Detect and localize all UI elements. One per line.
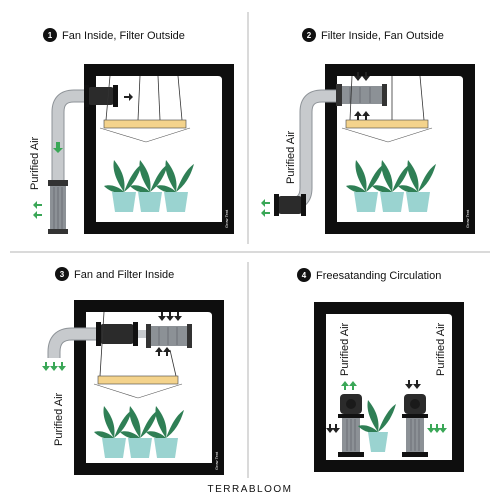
- plant: [104, 160, 142, 212]
- plant: [130, 160, 168, 212]
- panel-4: 4 Freesatanding Circulation: [297, 268, 464, 472]
- inline-fan: [84, 85, 118, 107]
- inline-fan: [274, 194, 306, 216]
- panel-4-header: 4 Freesatanding Circulation: [297, 268, 441, 282]
- duct-pipe: [47, 327, 100, 358]
- plants: [346, 160, 436, 212]
- grow-tent: Grow Tent: [325, 64, 475, 234]
- airflow-arrows: [326, 380, 447, 433]
- step-number: 1: [48, 31, 53, 40]
- inline-fan: [96, 322, 152, 346]
- air-label: Purified Air: [285, 130, 297, 184]
- tent-interior: [86, 312, 212, 463]
- air-label: Purified Air: [29, 136, 41, 190]
- plant: [120, 406, 158, 458]
- panel-3: 3 Fan and Filter Inside Grow Tent: [42, 267, 224, 475]
- tent-label: Grow Tent: [465, 209, 470, 228]
- air-label-left: Purified Air: [339, 322, 351, 376]
- panel-title: Filter Inside, Fan Outside: [321, 30, 444, 42]
- carbon-filter: [48, 180, 68, 234]
- led-grow-light: [99, 75, 191, 143]
- step-badge: [55, 267, 69, 281]
- led-grow-light: [93, 311, 183, 399]
- panel-1-header: 1 Fan Inside, Filter Outside: [43, 28, 185, 42]
- plant: [398, 160, 436, 212]
- duct-pipe: [51, 89, 96, 182]
- plant: [358, 400, 396, 452]
- airflow-arrows: [33, 93, 133, 219]
- freestanding-unit-right: [402, 394, 428, 457]
- panel-3-header: 3 Fan and Filter Inside: [55, 267, 174, 281]
- airflow-arrows: [261, 72, 370, 217]
- plants: [104, 160, 194, 212]
- fan-icon: [410, 399, 420, 409]
- plants: [94, 406, 184, 458]
- led-grow-light: [341, 75, 433, 143]
- plant: [346, 160, 384, 212]
- air-label-right: Purified Air: [435, 322, 447, 376]
- tent-interior: [337, 76, 463, 222]
- tent-label: Grow Tent: [224, 209, 229, 228]
- panel-title: Freesatanding Circulation: [316, 270, 441, 282]
- tent-label: Grow Tent: [214, 451, 219, 470]
- step-number: 3: [60, 270, 65, 279]
- panel-title: Fan and Filter Inside: [74, 269, 174, 281]
- airflow-arrows: [42, 312, 182, 371]
- carbon-filter: [146, 324, 192, 348]
- plant: [372, 160, 410, 212]
- panel-2: 2 Filter Inside, Fan Outside Grow Tent: [261, 28, 475, 234]
- panel-2-header: 2 Filter Inside, Fan Outside: [302, 28, 444, 42]
- panel-1: 1 Fan Inside, Filter Outside Grow Tent: [29, 28, 234, 234]
- step-badge: [43, 28, 57, 42]
- brand-logo: TERRABLOOM: [207, 484, 293, 495]
- step-badge: [297, 268, 311, 282]
- panel-title: Fan Inside, Filter Outside: [62, 30, 185, 42]
- freestanding-unit-left: [338, 394, 364, 457]
- step-number: 2: [307, 31, 312, 40]
- plant: [146, 406, 184, 458]
- step-number: 4: [302, 271, 307, 280]
- step-badge: [302, 28, 316, 42]
- air-label: Purified Air: [53, 392, 65, 446]
- fan-icon: [346, 399, 356, 409]
- plant: [94, 406, 132, 458]
- plant: [156, 160, 194, 212]
- carbon-filter: [336, 84, 387, 106]
